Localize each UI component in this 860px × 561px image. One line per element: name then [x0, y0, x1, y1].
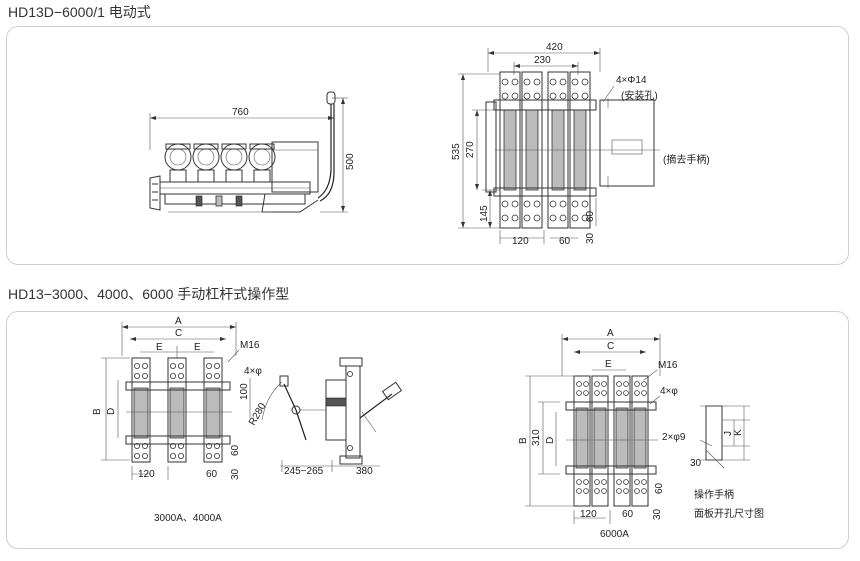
dim-535: 535	[451, 143, 462, 160]
dim-right-60v: 60	[654, 482, 665, 494]
note-handle: (摘去手柄)	[663, 153, 710, 166]
dim-right-B: B	[518, 437, 529, 444]
dim-right-30: 30	[652, 508, 663, 520]
dim-380: 380	[356, 466, 373, 477]
dim-left-100: 100	[239, 383, 250, 400]
panel-electric	[6, 26, 849, 265]
front-view-drawing: 420 230 535 270 145	[451, 42, 710, 247]
dim-left-120: 120	[138, 469, 155, 480]
side-view-drawing: 760 500	[149, 91, 356, 213]
holes-left: 4×φ	[244, 366, 262, 377]
dim-760: 760	[232, 107, 249, 118]
dim-500: 500	[345, 153, 356, 170]
dim-front-120: 120	[512, 236, 529, 247]
dim-230: 230	[534, 55, 551, 66]
radius-R280: R280	[247, 401, 269, 428]
dim-420: 420	[546, 42, 563, 53]
dim-front-60: 60	[559, 236, 571, 247]
dim-left-30: 30	[230, 468, 241, 480]
dim-left-E2: E	[194, 342, 201, 353]
dim-left-B: B	[92, 408, 103, 415]
dim-245-265: 245−265	[284, 466, 324, 477]
panel-cutout-drawing: J K 2×φ9 30 操作手柄 面板开孔尺寸图	[662, 405, 764, 520]
note-install: (安装孔)	[621, 89, 658, 102]
dim-left-D: D	[106, 408, 117, 415]
manual-right-drawing: A C E M16 4×φ B 310 D	[518, 328, 678, 540]
dim-270: 270	[465, 141, 476, 158]
thread-left-m16: M16	[240, 340, 260, 351]
dim-cutout-K: K	[733, 429, 744, 436]
dim-cutout-30: 30	[690, 458, 702, 469]
holes-2-phi9: 2×φ9	[662, 432, 686, 443]
section-title-electric: HD13D−6000/1 电动式	[8, 4, 151, 20]
dim-right-310: 310	[531, 429, 542, 446]
dim-right-60: 60	[622, 509, 634, 520]
dim-145: 145	[479, 205, 490, 222]
manual-left-drawing: A C E E M16 B D	[92, 316, 403, 524]
dim-left-A: A	[175, 316, 182, 327]
dim-front-30: 30	[585, 232, 596, 244]
caption-3000-4000: 3000A、4000A	[154, 513, 222, 524]
dim-right-C: C	[607, 341, 614, 352]
holes-right: 4×φ	[660, 386, 678, 397]
dim-left-E1: E	[156, 342, 163, 353]
dim-right-E: E	[605, 359, 612, 370]
thread-right-m16: M16	[658, 360, 678, 371]
label-cutout: 面板开孔尺寸图	[694, 507, 764, 520]
dim-left-60v: 60	[230, 444, 241, 456]
panel-manual	[6, 311, 849, 549]
section-title-manual: HD13−3000、4000、6000 手动杠杆式操作型	[8, 286, 290, 302]
dim-left-C: C	[175, 328, 182, 339]
dim-cutout-J: J	[723, 431, 734, 436]
dim-right-120: 120	[580, 509, 597, 520]
dim-left-60: 60	[206, 469, 218, 480]
dim-right-A: A	[607, 328, 614, 339]
dim-front-60v: 60	[585, 210, 596, 222]
label-handle: 操作手柄	[694, 488, 734, 501]
dim-right-D: D	[545, 437, 556, 444]
note-holes-14: 4×Φ14	[616, 75, 647, 86]
caption-6000: 6000A	[600, 529, 629, 540]
